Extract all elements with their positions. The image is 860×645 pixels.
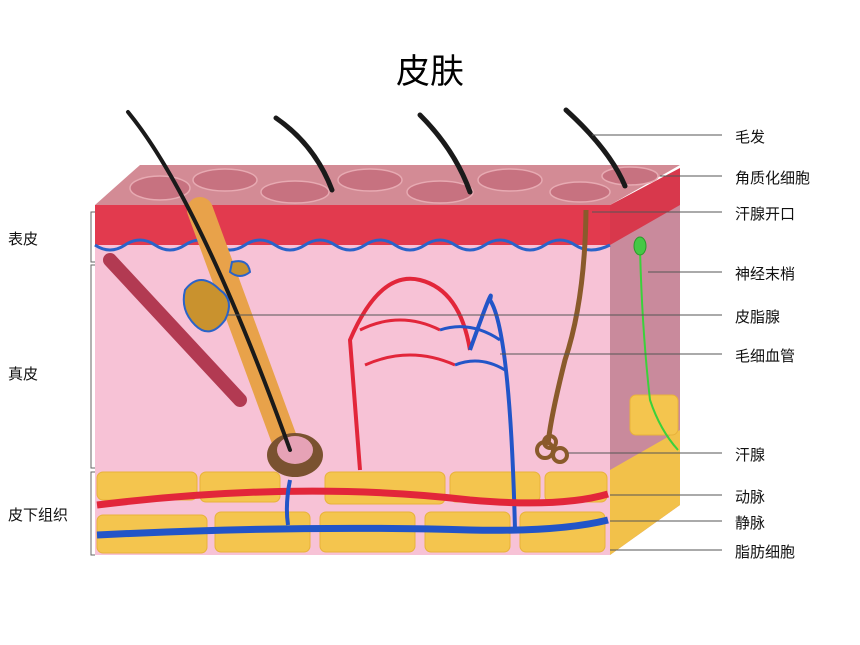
artery (96, 487, 609, 509)
label-sweat-gland: 汗腺 (735, 446, 766, 464)
sweat-duct (545, 209, 589, 446)
label-nerve-ending: 神经末梢 (735, 265, 796, 283)
arrector-pili-muscle (103, 253, 247, 407)
leader-lines (228, 134, 722, 551)
label-capillary: 毛细血管 (735, 347, 796, 365)
hairs (126, 107, 628, 452)
label-fat-cells: 脂肪细胞 (735, 543, 796, 561)
vein (96, 516, 609, 539)
label-hair: 毛发 (735, 128, 766, 146)
label-keratinocytes: 角质化细胞 (735, 169, 811, 187)
label-artery: 动脉 (735, 488, 766, 506)
label-sweat-pore: 汗腺开口 (735, 205, 796, 223)
page-title: 皮肤 (396, 52, 464, 92)
label-subcutaneous: 皮下组织 (8, 506, 69, 524)
sebaceous-gland (182, 279, 230, 333)
label-dermis: 真皮 (8, 365, 39, 383)
sweat-gland (535, 434, 569, 464)
keratin-cells (129, 166, 659, 204)
layer-brackets (90, 211, 95, 556)
capillary-network (347, 276, 517, 531)
label-epidermis: 表皮 (8, 230, 39, 248)
nerve-ending (633, 236, 647, 256)
nerve (639, 247, 679, 451)
label-vein: 静脉 (735, 514, 766, 532)
label-sebaceous-gland: 皮脂腺 (735, 308, 781, 326)
epidermis-layer (95, 205, 610, 245)
